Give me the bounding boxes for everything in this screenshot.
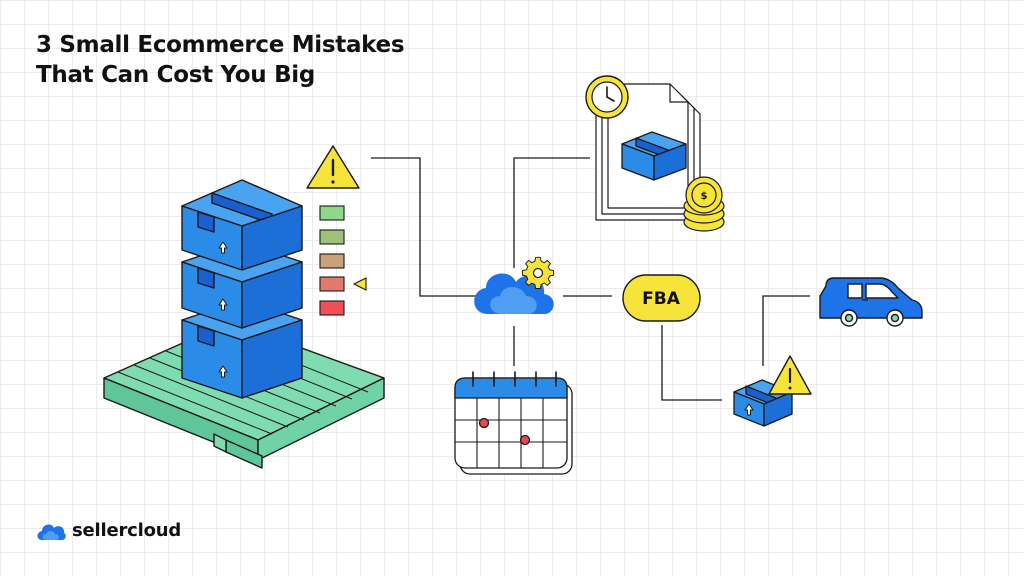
title-line-1: 3 Small Ecommerce Mistakes — [36, 32, 405, 58]
stock-level-bar — [319, 205, 345, 221]
stock-level-indicator — [319, 205, 367, 316]
box-icon — [621, 131, 687, 181]
warning-icon — [306, 145, 360, 189]
line-cloud-to-document — [513, 157, 590, 268]
fba-label: FBA — [642, 289, 681, 309]
box-icon — [181, 179, 303, 271]
fba-badge: FBA — [622, 274, 701, 322]
clock-icon — [585, 75, 629, 119]
connector-lines — [371, 157, 810, 401]
van-icon — [819, 277, 923, 327]
brand-name: sellercloud — [72, 520, 182, 541]
page-title: 3 Small Ecommerce Mistakes That Can Cost… — [36, 30, 405, 90]
stock-level-bar — [319, 276, 345, 292]
stock-level-bar — [319, 229, 345, 245]
box-icon — [733, 379, 793, 427]
level-pointer-icon — [352, 277, 367, 291]
title-line-2: That Can Cost You Big — [36, 62, 316, 88]
warning-icon — [768, 355, 812, 395]
brand-logo: sellercloud — [36, 520, 181, 541]
calendar-marker — [478, 417, 490, 429]
line-fba-to-parcel — [661, 325, 722, 401]
calendar-icon — [454, 371, 573, 475]
box-stack — [181, 179, 303, 399]
sellercloud-logo-icon — [37, 523, 66, 540]
coin-stack-icon: $ — [683, 176, 725, 232]
stock-level-bar — [319, 300, 345, 316]
calendar-marker — [519, 434, 531, 446]
gear-icon — [521, 256, 555, 289]
coin-symbol: $ — [701, 191, 708, 202]
stock-level-bar — [319, 253, 345, 269]
line-warning-to-cloud — [371, 157, 478, 297]
line-parcel-to-van — [762, 295, 810, 366]
